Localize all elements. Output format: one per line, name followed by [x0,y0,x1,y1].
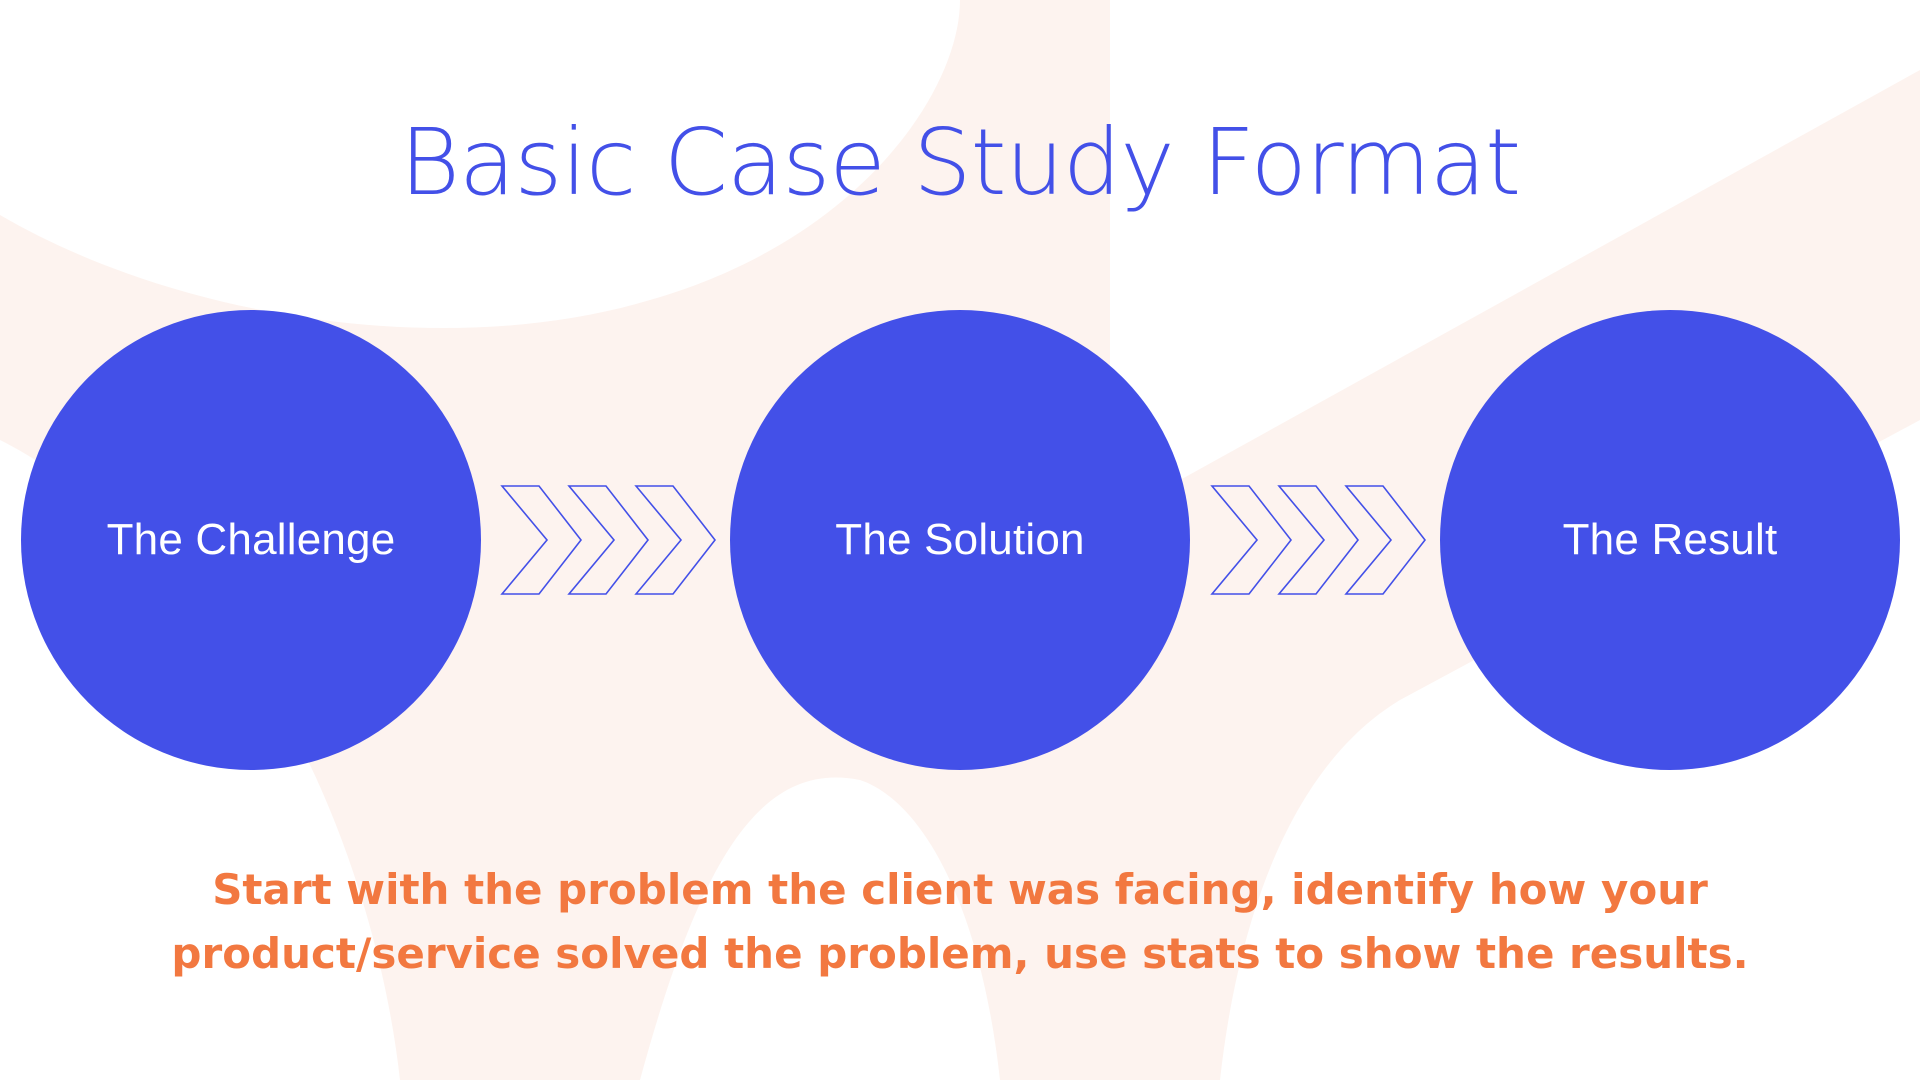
chevron-right-icon [634,485,717,595]
step-result-label: The Result [1562,515,1778,564]
chevron-right-icon [1344,485,1427,595]
triple-chevron-right-icon [500,485,717,595]
background-arc-shape [0,0,1110,1080]
chevron-right-icon [1277,485,1360,595]
page-title: Basic Case Study Format [399,109,1521,216]
step-solution-label: The Solution [835,515,1085,564]
step-challenge-circle: The Challenge [21,310,481,770]
step-result-circle: The Result [1440,310,1900,770]
chevron-right-icon [1210,485,1293,595]
chevron-right-icon [500,485,583,595]
description-text: Start with the problem the client was fa… [171,865,1749,978]
step-challenge-label: The Challenge [106,515,396,564]
chevron-right-icon [567,485,650,595]
triple-chevron-right-icon [1210,485,1427,595]
step-solution-circle: The Solution [730,310,1190,770]
